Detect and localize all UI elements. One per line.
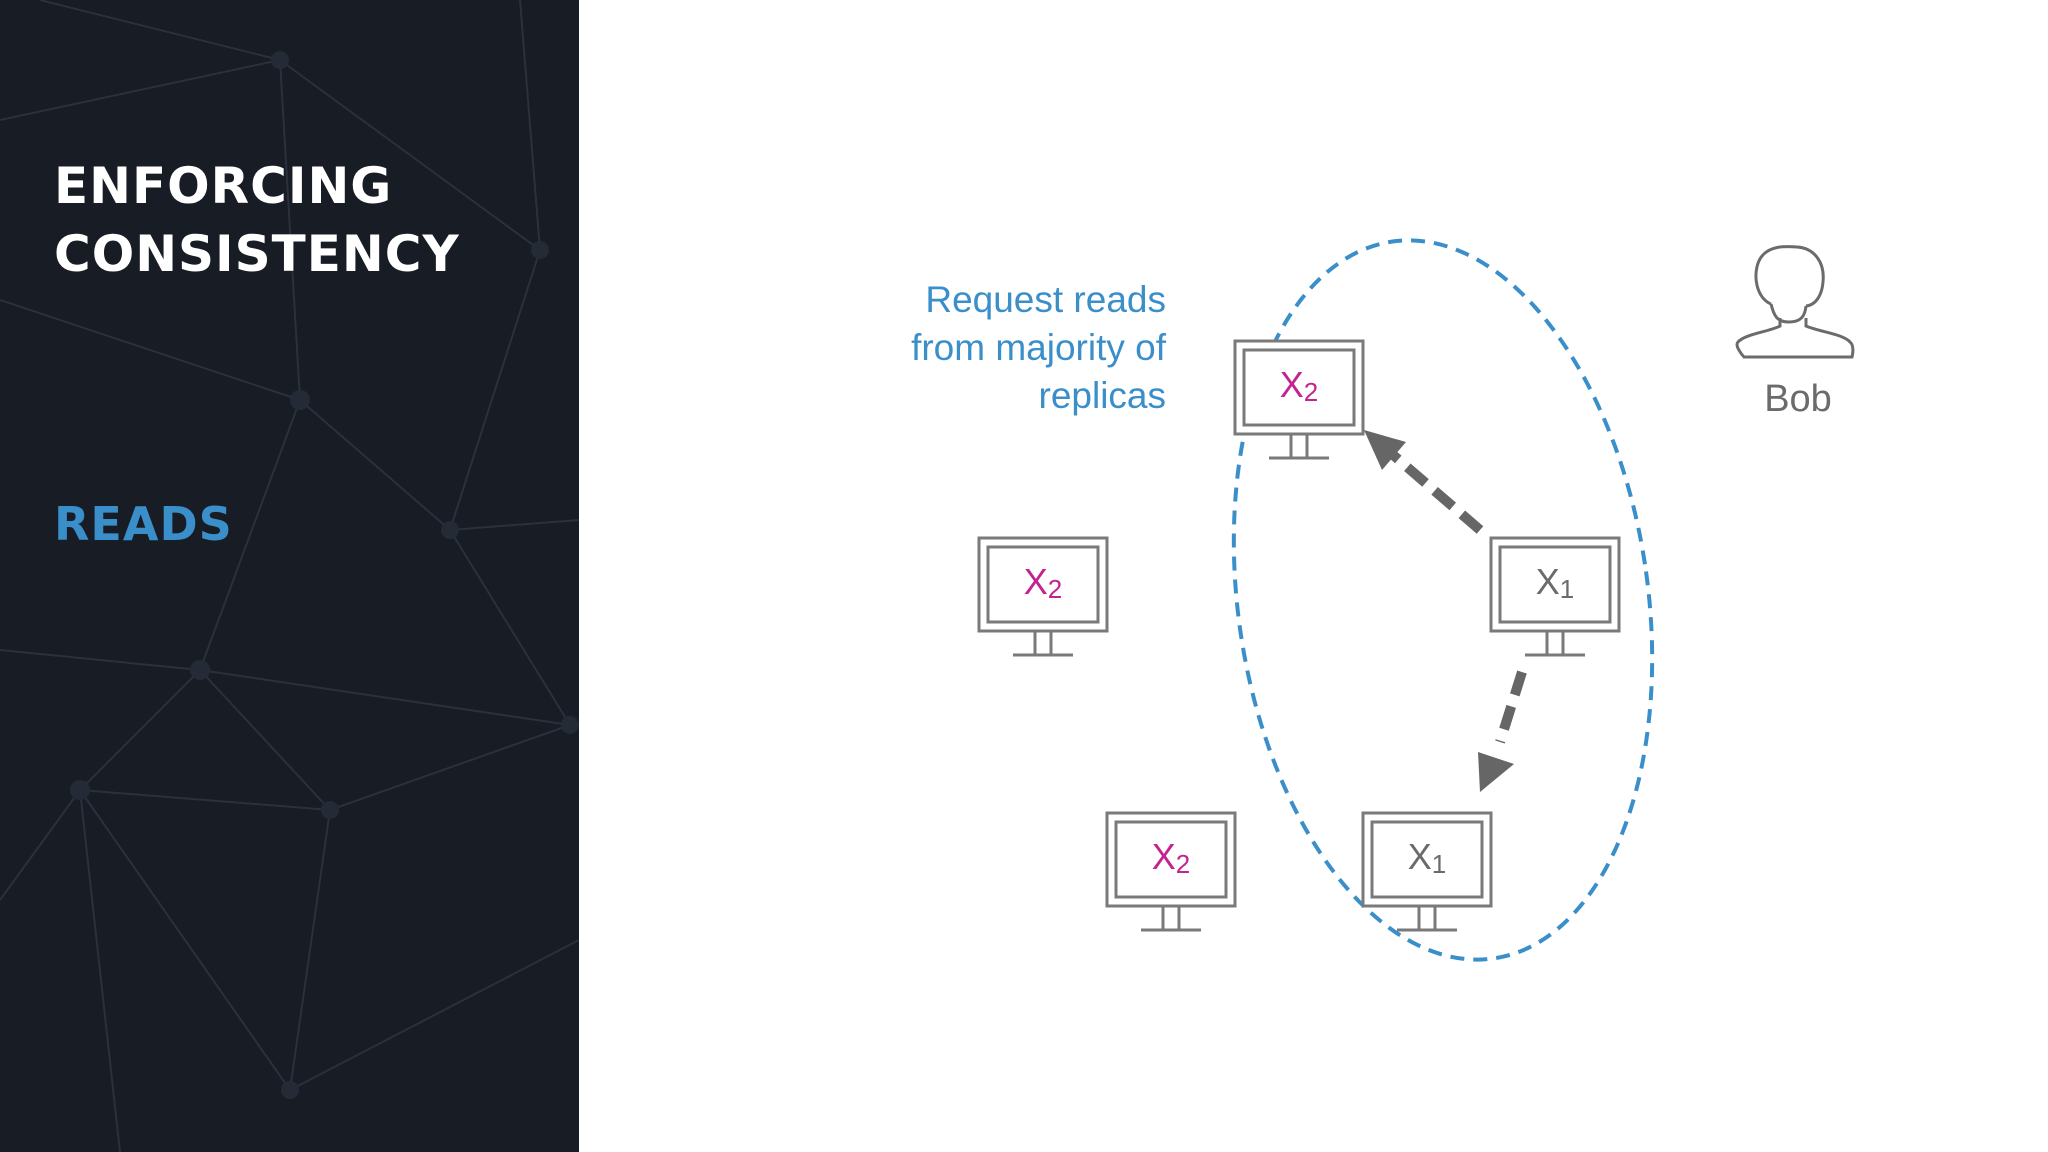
replica-value: X2 [1279, 364, 1319, 407]
sidebar: ENFORCING CONSISTENCY READS [0, 0, 579, 1152]
network-background-graphic [0, 0, 579, 1152]
slide-title: ENFORCING CONSISTENCY [54, 152, 460, 288]
person-icon [1735, 245, 1855, 359]
replica-value: X2 [1151, 836, 1191, 879]
majority-quorum-ellipse [1231, 238, 1655, 962]
caption-line: replicas [1038, 375, 1167, 416]
replica-value: X2 [1023, 561, 1063, 604]
read-request-arrow [1364, 430, 1484, 534]
slide-title-line: ENFORCING [54, 157, 393, 215]
caption-line: from majority of [911, 327, 1166, 368]
replica-value: X1 [1535, 561, 1575, 604]
caption-line: Request reads [925, 279, 1166, 320]
diagram-caption: Request reads from majority of replicas [840, 276, 1166, 420]
section-heading: READS [54, 497, 233, 551]
read-request-arrow [1478, 670, 1527, 792]
replica-value: X1 [1407, 836, 1447, 879]
slide-title-line: CONSISTENCY [54, 225, 460, 283]
user-label: Bob [1764, 378, 1832, 420]
